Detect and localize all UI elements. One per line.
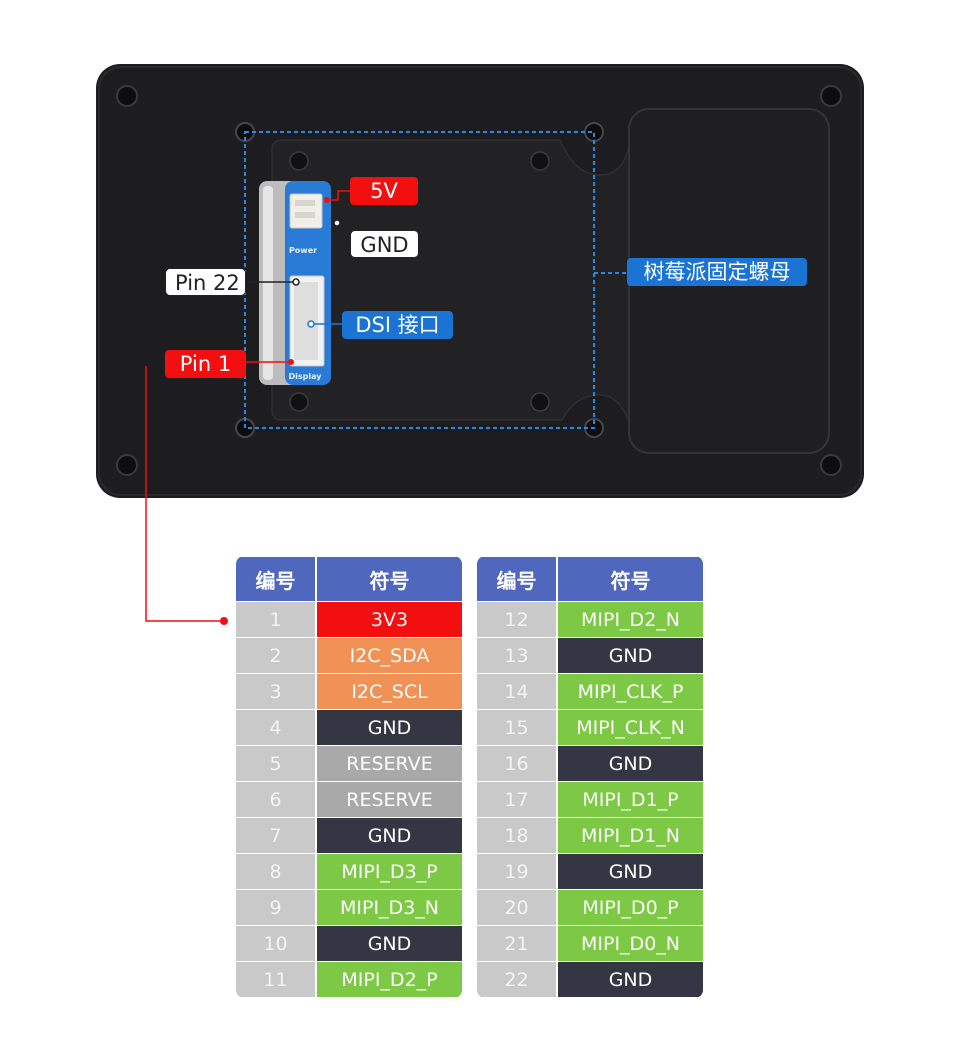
header-num: 编号 (236, 557, 317, 601)
pin-number: 19 (477, 854, 558, 889)
pin-number: 6 (236, 782, 317, 817)
table-header: 编号 符号 (477, 557, 703, 601)
corner-screw-icon (116, 85, 842, 476)
pin-symbol: GND (558, 962, 703, 997)
pin-number: 21 (477, 926, 558, 961)
pin-symbol: I2C_SDA (317, 638, 462, 673)
pin-number: 8 (236, 854, 317, 889)
pin-symbol: GND (558, 854, 703, 889)
pin-number: 16 (477, 746, 558, 781)
callout-leaders (145, 190, 350, 625)
header-sym: 符号 (317, 557, 462, 601)
pin-number: 11 (236, 962, 317, 997)
pin-symbol: MIPI_D1_N (558, 818, 703, 853)
plate-screw-icon (289, 151, 550, 412)
pin-number: 5 (236, 746, 317, 781)
pin-number: 10 (236, 926, 317, 961)
pin-symbol: GND (317, 818, 462, 853)
pin-symbol: GND (317, 710, 462, 745)
callout-nut: 树莓派固定螺母 (627, 258, 807, 286)
callout-pin22: Pin 22 (165, 268, 246, 296)
pin-symbol: GND (558, 746, 703, 781)
header-sym: 符号 (558, 557, 703, 601)
pin-symbol: GND (558, 638, 703, 673)
pin-symbol: MIPI_D3_P (317, 854, 462, 889)
pin-symbol: MIPI_D3_N (317, 890, 462, 925)
callout-5v: 5V (350, 177, 418, 205)
pin-symbol: MIPI_D0_P (558, 890, 703, 925)
pin-number: 15 (477, 710, 558, 745)
pin-symbol: MIPI_D2_P (317, 962, 462, 997)
pin-number: 1 (236, 602, 317, 637)
pin-number: 22 (477, 962, 558, 997)
pin-symbol: MIPI_D2_N (558, 602, 703, 637)
pin-symbol: RESERVE (317, 746, 462, 781)
callout-pin1: Pin 1 (165, 350, 246, 378)
pin-number: 14 (477, 674, 558, 709)
pin-number: 17 (477, 782, 558, 817)
callout-dsi: DSI 接口 (342, 311, 453, 339)
pin-symbol: MIPI_CLK_P (558, 674, 703, 709)
pin-number: 3 (236, 674, 317, 709)
pin-symbol: RESERVE (317, 782, 462, 817)
pin-symbol: GND (317, 926, 462, 961)
pin-number: 20 (477, 890, 558, 925)
pin-symbol: MIPI_D0_N (558, 926, 703, 961)
pin-symbol: MIPI_D1_P (558, 782, 703, 817)
pin-symbol: MIPI_CLK_N (558, 710, 703, 745)
display-silkscreen: Display (289, 372, 323, 381)
pin-number: 18 (477, 818, 558, 853)
pin-symbol: 3V3 (317, 602, 462, 637)
power-silkscreen: Power (289, 246, 317, 255)
pin-number: 2 (236, 638, 317, 673)
power-connector (289, 193, 323, 229)
table-header: 编号 符号 (236, 557, 462, 601)
pin-number: 9 (236, 890, 317, 925)
pin-number: 13 (477, 638, 558, 673)
callout-gnd: GND (350, 230, 419, 258)
pin-number: 4 (236, 710, 317, 745)
pin-number: 12 (477, 602, 558, 637)
header-num: 编号 (477, 557, 558, 601)
pin-symbol: I2C_SCL (317, 674, 462, 709)
pin-number: 7 (236, 818, 317, 853)
